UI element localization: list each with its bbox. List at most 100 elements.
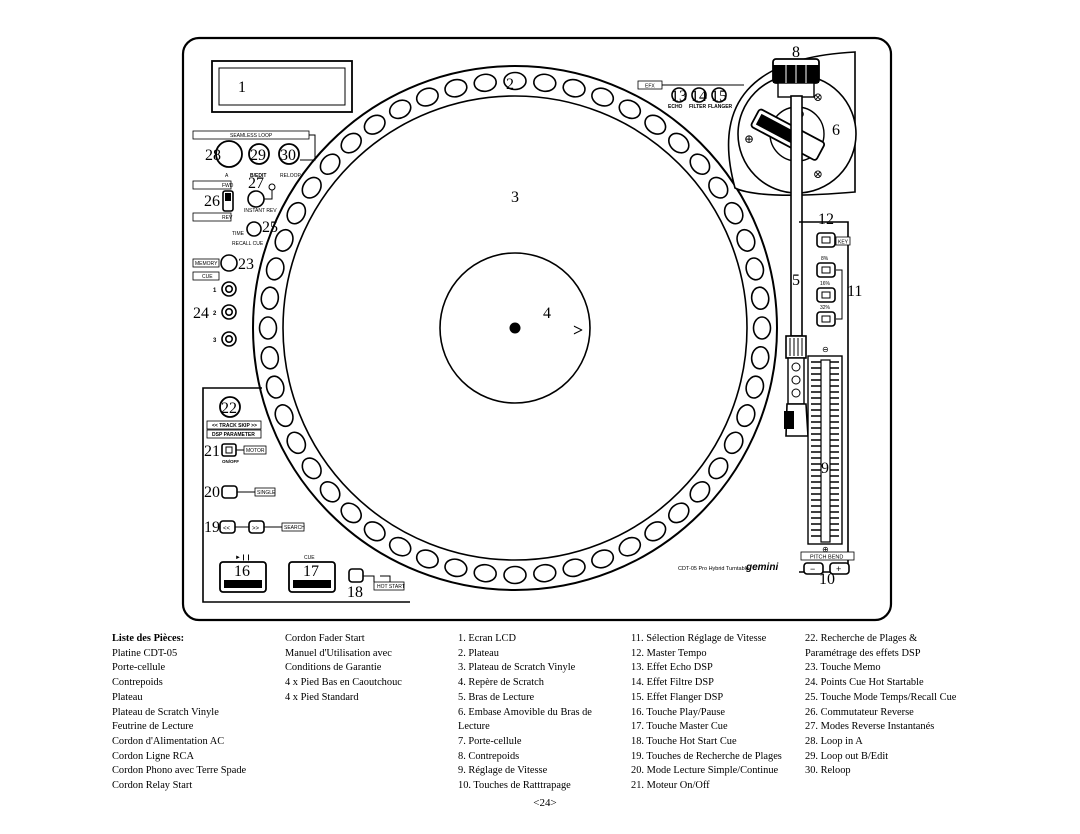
- key-button[interactable]: [816, 232, 836, 248]
- memory-button[interactable]: [220, 254, 238, 272]
- range-button-16[interactable]: [816, 287, 836, 303]
- strobe-dot: [533, 563, 557, 583]
- callout-12: 12: [818, 211, 834, 228]
- play-pause-button[interactable]: [219, 561, 267, 593]
- callout-14: 14: [691, 88, 707, 105]
- legend-item: 4 x Pied Standard: [285, 691, 359, 703]
- strobe-dot: [689, 481, 711, 503]
- motor-button[interactable]: [221, 443, 237, 457]
- legend-item: 10. Touches de Ratttrapage: [458, 780, 571, 792]
- callout-19: 19: [204, 519, 220, 536]
- single-label: SINGLE: [257, 490, 276, 496]
- echo-button[interactable]: [671, 87, 687, 103]
- search-fwd-button[interactable]: >>: [248, 520, 265, 534]
- strobe-dot: [340, 132, 362, 154]
- strobe-dot: [723, 431, 744, 455]
- legend-item: Cordon d'Alimentation AC: [112, 735, 225, 747]
- hot-cue-2-button[interactable]: [221, 304, 237, 320]
- strobe-dot: [503, 71, 527, 91]
- instant-rev-indicator: [268, 183, 276, 191]
- filter-button[interactable]: [691, 87, 707, 103]
- strobe-dot: [503, 565, 527, 585]
- strobe-dot: [415, 549, 439, 569]
- model-label: CDT-05 Pro Hybrid Turntable: [678, 566, 749, 572]
- callout-29: 29: [250, 147, 266, 164]
- single-button[interactable]: [221, 485, 238, 499]
- time-recall-button[interactable]: [246, 221, 262, 237]
- hot-cue-2-label: 2: [213, 311, 217, 317]
- rev-label: REV: [222, 215, 233, 221]
- callout-18: 18: [347, 584, 363, 601]
- hot-cue-3-button[interactable]: [221, 331, 237, 347]
- callout-13: 13: [671, 88, 687, 105]
- motor-label: MOTOR: [246, 448, 265, 454]
- hot-start-button[interactable]: [348, 568, 364, 583]
- flanger-label: FLANGER: [708, 104, 733, 110]
- callout-25: 25: [262, 219, 278, 236]
- legend-item: Cordon Fader Start: [285, 633, 365, 644]
- callout-5: 5: [792, 272, 800, 289]
- legend-header: Liste des Pièces:: [112, 633, 185, 644]
- range-8-label: 8%: [821, 256, 829, 262]
- legend-item: 4 x Pied Bas en Caoutchouc: [285, 677, 402, 689]
- pitch-plus-mark: ⊕: [822, 545, 829, 554]
- svg-text:⊗: ⊗: [813, 90, 823, 104]
- pitch-bend-minus-button[interactable]: [803, 562, 824, 575]
- legend-numbered-3: 22. Recherche de Plages & Paramétrage de…: [805, 632, 956, 779]
- reloop-button[interactable]: [278, 143, 300, 165]
- transport-panel: [202, 387, 410, 603]
- pitch-slider[interactable]: [807, 355, 843, 545]
- range-bracket: [836, 269, 843, 320]
- callout-10: 10: [819, 571, 835, 588]
- page-number: <24>: [533, 797, 557, 809]
- strobe-dot: [340, 502, 362, 524]
- strobe-dot: [736, 228, 756, 252]
- range-16-label: 16%: [820, 281, 831, 287]
- spindle: [509, 322, 521, 334]
- legend-item: Conditions de Garantie: [285, 662, 382, 674]
- legend-item: 14. Effet Filtre DSP: [631, 677, 714, 689]
- range-button-8[interactable]: [816, 262, 836, 278]
- echo-label: ECHO: [668, 104, 683, 110]
- instant-rev-button[interactable]: [247, 190, 265, 208]
- strobe-dot: [301, 457, 322, 480]
- legend-numbered-1: 1. Ecran LCD 2. Plateau 3. Plateau de Sc…: [458, 632, 592, 794]
- fwd-label: FWD: [222, 183, 234, 189]
- legend-item: 16. Touche Play/Pause: [631, 706, 726, 718]
- legend-parts-list: Liste des Pièces: Platine CDT-05 Porte-c…: [112, 632, 246, 794]
- loop-a-button[interactable]: [215, 140, 243, 168]
- strobe-dot: [618, 536, 642, 557]
- pitch-bend-plus-button[interactable]: [829, 562, 850, 575]
- hot-cue-1-button[interactable]: [221, 281, 237, 297]
- strobe-dot: [388, 536, 412, 557]
- track-skip-knob[interactable]: [219, 396, 241, 418]
- callout-15: 15: [711, 88, 727, 105]
- loop-b-edit-button[interactable]: [248, 143, 270, 165]
- flanger-button[interactable]: [711, 87, 727, 103]
- strobe-dot: [591, 549, 615, 569]
- legend-item: 27. Modes Reverse Instantanés: [805, 721, 935, 733]
- legend-item: Manuel d'Utilisation avec: [285, 647, 392, 659]
- legend-item: 7. Porte-cellule: [458, 735, 522, 747]
- legend-item: Paramétrage des effets DSP: [805, 647, 921, 659]
- cue-button[interactable]: [288, 561, 336, 593]
- legend-item: 8. Contrepoids: [458, 750, 520, 762]
- search-back-button[interactable]: <<: [219, 520, 236, 534]
- strobe-dot: [286, 431, 307, 455]
- range-button-32[interactable]: [816, 311, 836, 327]
- svg-text:>>: >>: [252, 526, 260, 532]
- strobe-dot: [415, 87, 439, 107]
- strobe-dot: [363, 114, 386, 135]
- strobe-dot: [319, 481, 341, 503]
- legend-item: 19. Touches de Recherche de Plages: [631, 750, 782, 762]
- legend-item: 6. Embase Amovible du Bras de: [458, 706, 592, 718]
- pitch-bend-label: PITCH BEND: [810, 555, 843, 561]
- strobe-dot: [668, 502, 690, 524]
- strobe-dot: [363, 521, 386, 542]
- strobe-dot: [444, 78, 468, 98]
- search-label: SEARCH: [284, 525, 305, 531]
- reverse-switch[interactable]: [222, 190, 234, 212]
- callout-3: 3: [511, 189, 519, 206]
- strobe-dot: [533, 73, 557, 93]
- strobe-dot: [473, 73, 497, 93]
